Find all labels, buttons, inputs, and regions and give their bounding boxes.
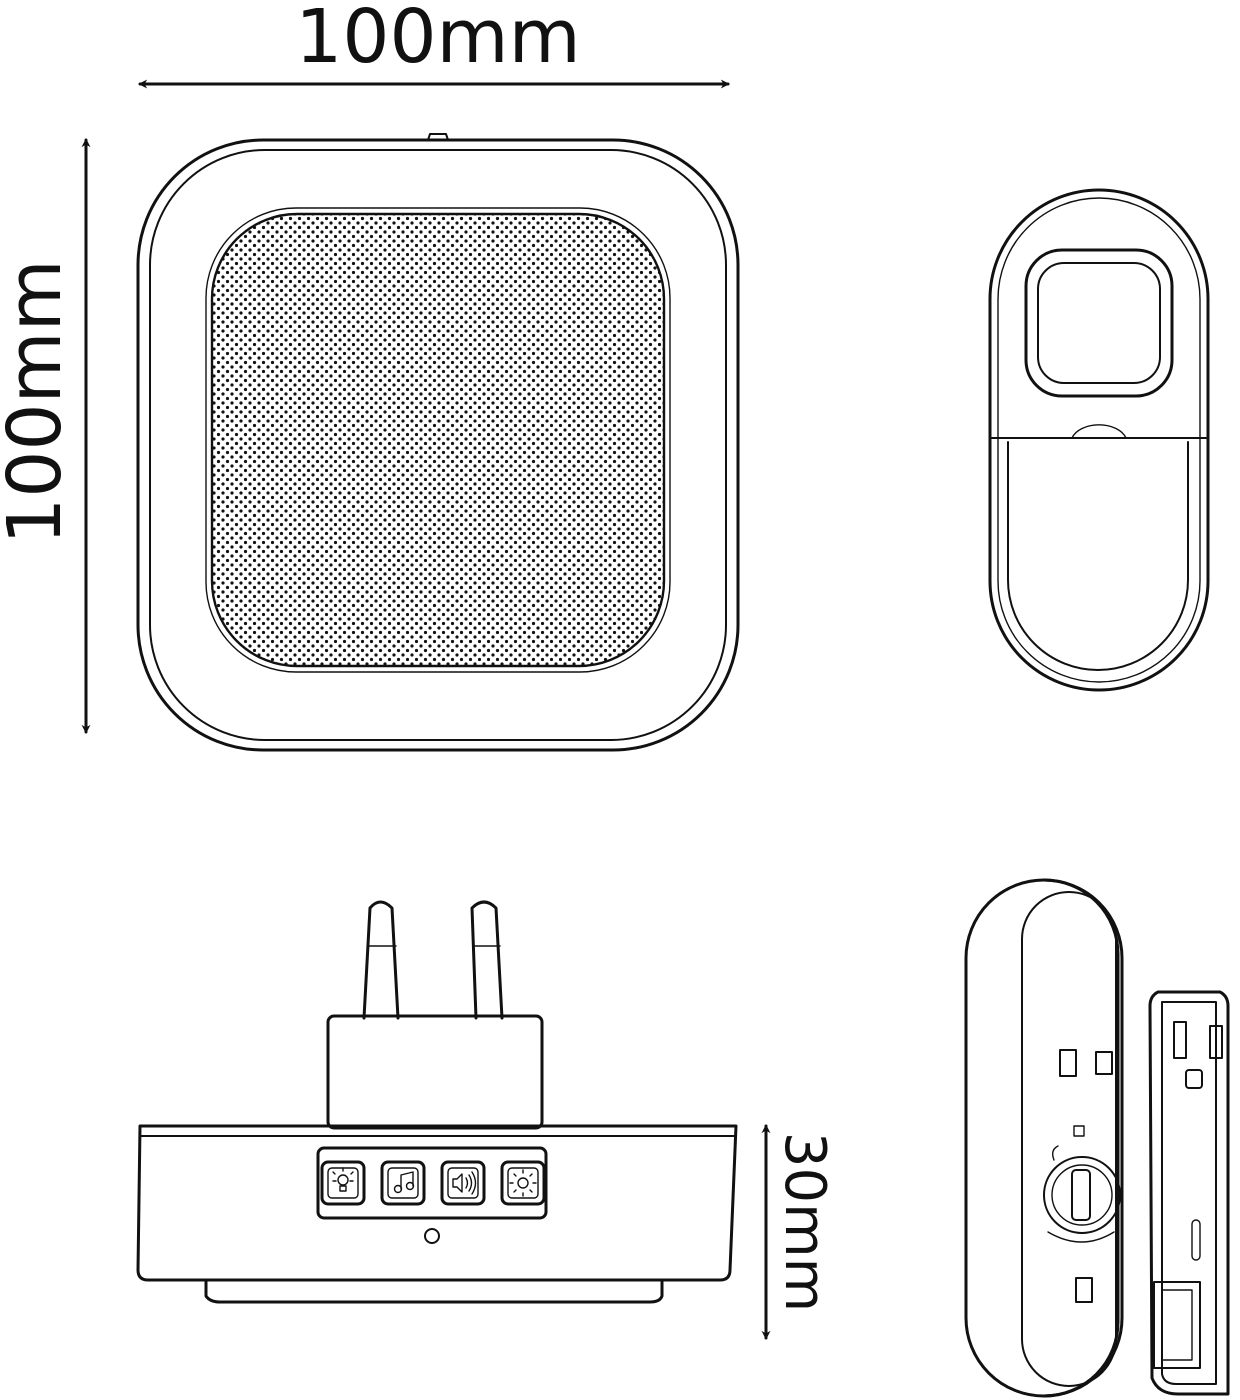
width-dimension: 100mm (138, 0, 730, 89)
back-plate-foot (1153, 1281, 1201, 1369)
chime-side-view: 30mm (136, 900, 837, 1340)
chime-outer-body (136, 138, 740, 752)
push-button-front-view (988, 188, 1210, 692)
speaker-grille-edge (205, 207, 671, 673)
chime-outer-rim (149, 149, 727, 741)
music-note-icon (393, 1171, 415, 1194)
push-button-inner-rim (997, 197, 1201, 683)
chime-top-tab (427, 133, 449, 141)
brightness-icon (509, 1169, 537, 1197)
light-button[interactable] (320, 1160, 366, 1206)
push-button-housing-back (1042, 878, 1120, 1398)
depth-dimension: 30mm (761, 1124, 837, 1340)
push-button-housing-side (964, 878, 1124, 1398)
plug-body (326, 1014, 544, 1130)
back-plate-slot-right (1209, 1025, 1223, 1059)
back-plate-foot-inner (1161, 1289, 1193, 1361)
housing-clip-left (1059, 1049, 1077, 1077)
depth-label: 30mm (772, 1132, 837, 1312)
width-label: 100mm (295, 0, 580, 80)
back-plate-keyhole (1191, 1219, 1201, 1261)
housing-clip-bottom (1075, 1277, 1093, 1303)
battery-cover-dial (1043, 1125, 1121, 1243)
push-button-key-outer (1024, 248, 1174, 398)
volume-button[interactable] (440, 1160, 486, 1206)
speaker-grille (210, 212, 666, 668)
chime-front-view (136, 133, 740, 752)
chime-base (136, 1124, 738, 1282)
mounting-back-plate (1148, 990, 1230, 1396)
push-button-label-window (1007, 441, 1189, 671)
bulb-icon (332, 1167, 354, 1192)
push-button-housing-inner (1021, 891, 1117, 1387)
push-button-notch (1071, 424, 1127, 439)
button-panel (316, 1146, 548, 1220)
height-label: 100mm (0, 259, 78, 544)
plug-pin-right (470, 900, 504, 1020)
back-plate-inner (1161, 1001, 1217, 1385)
speaker-volume-icon (452, 1171, 477, 1195)
housing-clip-right (1095, 1051, 1113, 1075)
status-led (424, 1228, 440, 1244)
chime-base-lip (204, 1280, 664, 1304)
push-button-key-inner (1037, 262, 1161, 384)
melody-button[interactable] (380, 1160, 426, 1206)
back-plate-peg (1185, 1069, 1203, 1089)
height-dimension: 100mm (0, 138, 91, 734)
back-plate-slot-top (1173, 1021, 1187, 1059)
brightness-button[interactable] (500, 1160, 546, 1206)
push-button-rear-view (964, 878, 1230, 1398)
push-button-body (988, 188, 1210, 692)
plug-pin-left (362, 900, 400, 1020)
